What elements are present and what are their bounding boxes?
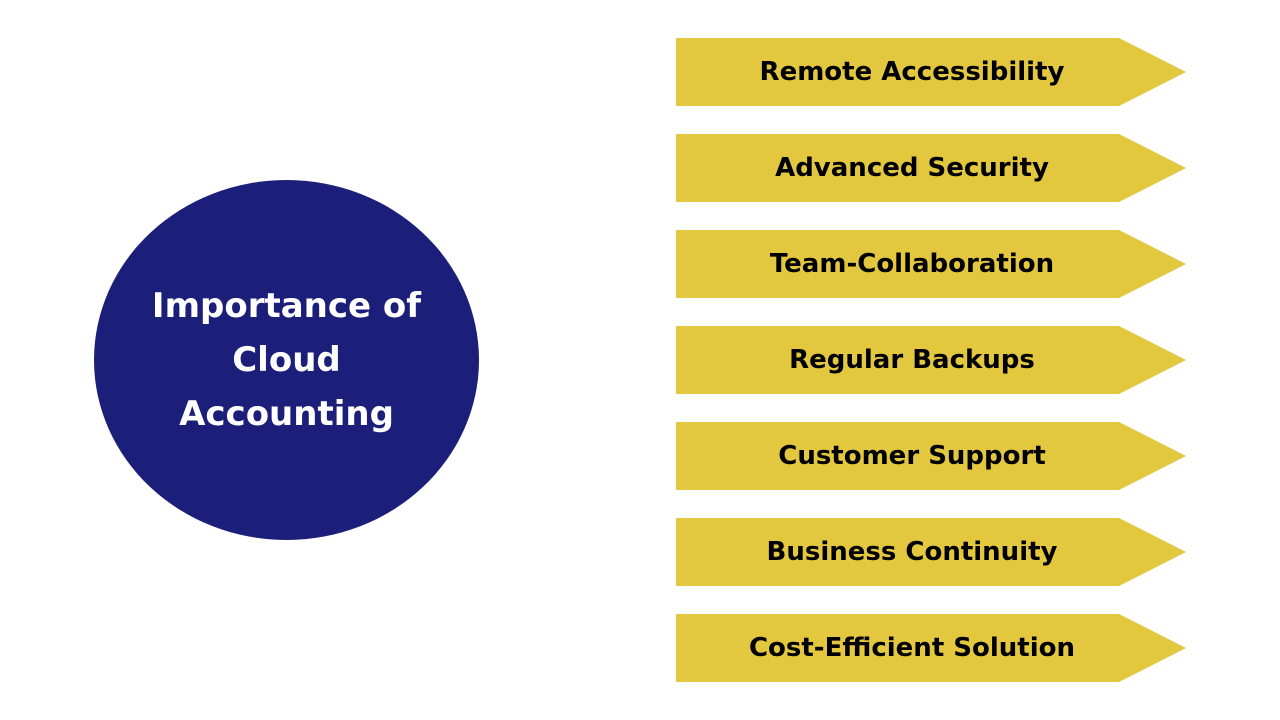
arrow-item-cost-efficient-solution: Cost-Efficient Solution bbox=[676, 614, 1186, 682]
arrow-item-label: Business Continuity bbox=[766, 537, 1058, 567]
arrow-item-label: Advanced Security bbox=[775, 153, 1049, 183]
arrow-item-label: Regular Backups bbox=[789, 345, 1035, 375]
center-title-line-3: Accounting bbox=[179, 394, 394, 434]
arrow-item-label: Cost-Efficient Solution bbox=[748, 633, 1076, 663]
arrow-item-label: Customer Support bbox=[778, 441, 1046, 471]
arrow-item-customer-support: Customer Support bbox=[676, 422, 1186, 490]
arrow-item-regular-backups: Regular Backups bbox=[676, 326, 1186, 394]
arrow-item-label: Team-Collaboration bbox=[769, 249, 1055, 279]
center-title: Importance of Cloud Accounting bbox=[137, 279, 437, 441]
center-title-line-1: Importance of bbox=[151, 286, 422, 326]
arrow-item-remote-accessibility: Remote Accessibility bbox=[676, 38, 1186, 106]
arrow-item-label: Remote Accessibility bbox=[759, 57, 1065, 87]
arrow-item-team-collaboration: Team-Collaboration bbox=[676, 230, 1186, 298]
arrow-item-business-continuity: Business Continuity bbox=[676, 518, 1186, 586]
center-circle: Importance of Cloud Accounting bbox=[94, 180, 479, 540]
arrow-item-advanced-security: Advanced Security bbox=[676, 134, 1186, 202]
center-title-line-2: Cloud bbox=[232, 340, 341, 380]
